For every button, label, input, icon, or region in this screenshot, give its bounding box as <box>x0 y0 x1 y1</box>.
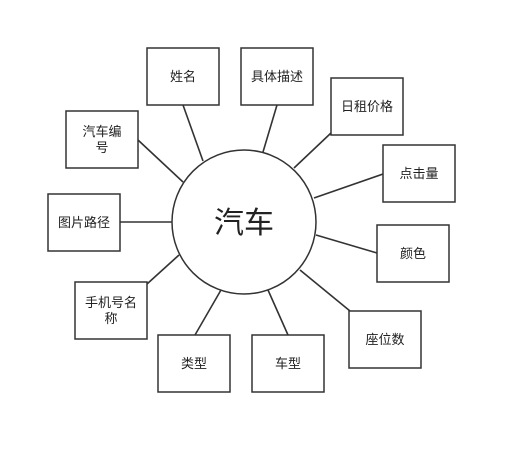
attribute-label-phone-name: 称 <box>104 312 117 327</box>
connector-seats <box>299 269 351 312</box>
connector-daily-rent <box>293 132 332 169</box>
attribute-label-description: 具体描述 <box>251 70 303 85</box>
attribute-label-image-path: 图片路径 <box>58 215 110 231</box>
connector-name <box>182 104 204 162</box>
attribute-label-type: 类型 <box>181 357 207 372</box>
connector-clicks <box>313 173 384 199</box>
attribute-box-description <box>240 47 314 106</box>
attribute-box-color <box>376 224 450 283</box>
attribute-box-name <box>146 47 220 106</box>
attribute-label-car-number: 汽车编 <box>82 124 121 140</box>
connector-type <box>194 289 222 336</box>
attribute-node-seats: 座位数 <box>348 310 422 369</box>
connector-car-number <box>137 139 184 183</box>
attribute-node-description: 具体描述 <box>240 47 314 106</box>
attribute-node-image-path: 图片路径 <box>47 193 121 252</box>
center-entity-circle <box>171 149 317 295</box>
attribute-label-color: 颜色 <box>400 246 426 262</box>
attribute-label-name: 姓名 <box>170 69 196 85</box>
attribute-node-daily-rent: 日租价格 <box>330 77 404 136</box>
attribute-box-phone-name <box>74 281 148 340</box>
attribute-box-car-model <box>251 334 325 393</box>
attribute-box-image-path <box>47 193 121 252</box>
attribute-label-car-model: 车型 <box>275 356 301 372</box>
center-entity: 汽车 <box>171 149 317 295</box>
connector-description <box>262 104 278 153</box>
attribute-label-clicks: 点击量 <box>399 167 438 182</box>
attribute-node-clicks: 点击量 <box>382 144 456 203</box>
connector-color <box>315 234 378 254</box>
center-entity-label: 汽车 <box>214 206 274 241</box>
attribute-label-phone-name: 手机号名 <box>85 295 137 311</box>
attribute-node-name: 姓名 <box>146 47 220 106</box>
attribute-label-daily-rent: 日租价格 <box>341 99 393 115</box>
attribute-label-seats: 座位数 <box>365 333 404 348</box>
attribute-box-seats <box>348 310 422 369</box>
attribute-box-clicks <box>382 144 456 203</box>
attribute-box-type <box>157 334 231 393</box>
attribute-label-car-number: 号 <box>95 141 108 156</box>
attribute-node-car-model: 车型 <box>251 334 325 393</box>
attribute-box-car-number <box>65 110 139 169</box>
connector-lines <box>120 104 384 336</box>
connector-car-model <box>267 289 289 336</box>
attribute-node-type: 类型 <box>157 334 231 393</box>
attribute-box-daily-rent <box>330 77 404 136</box>
attribute-node-color: 颜色 <box>376 224 450 283</box>
connector-phone-name <box>146 254 180 285</box>
